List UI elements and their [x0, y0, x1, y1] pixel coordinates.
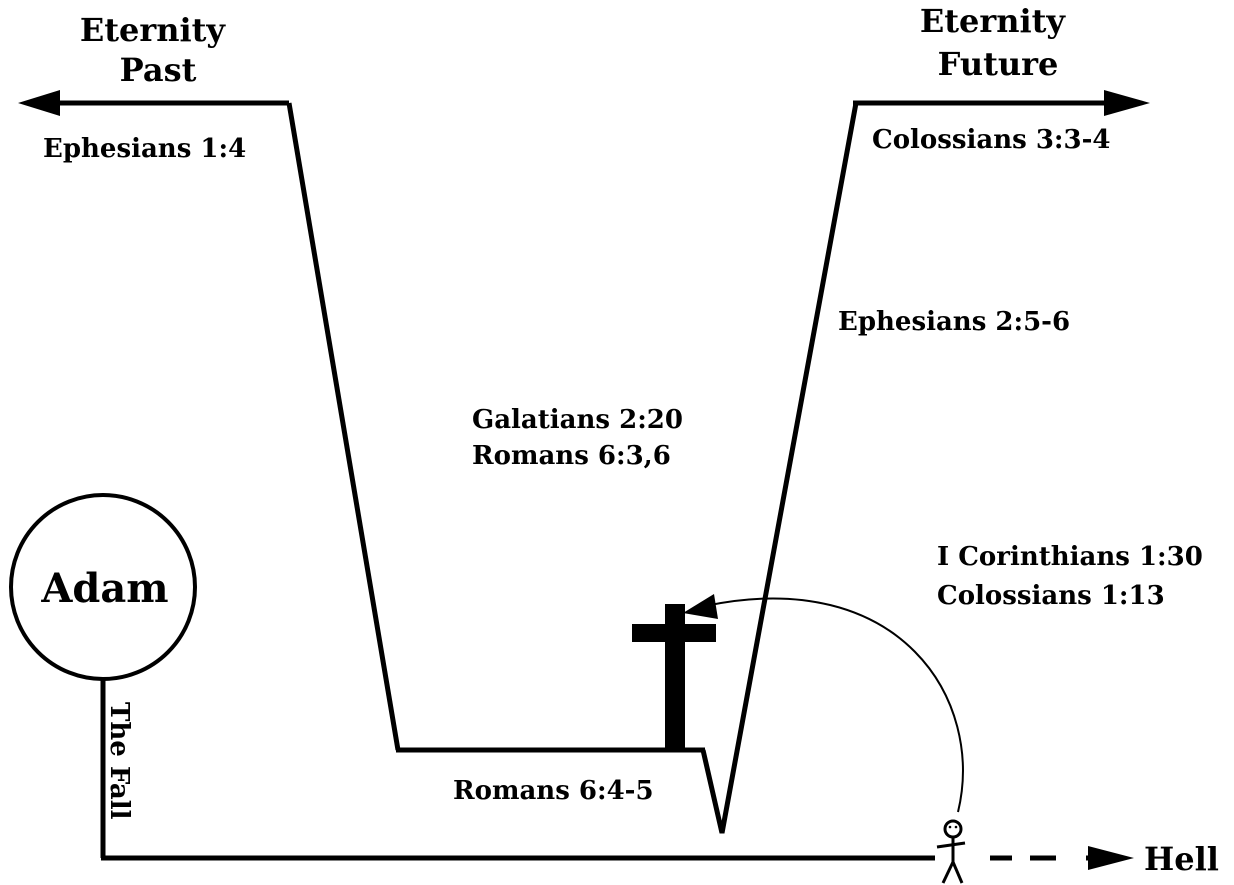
adam-label: Adam [40, 565, 168, 612]
cross-horizontal-beam [632, 624, 716, 642]
eternity-future-label: Eternity Future [920, 2, 1076, 83]
ephesians-2-5-6-label: Ephesians 2:5-6 [838, 307, 1070, 337]
the-fall-label: The Fall [104, 702, 134, 820]
death-dip-line [700, 102, 859, 834]
eternity-past-label: Eternity Past [80, 11, 236, 89]
left-slope-line [286, 102, 401, 751]
galatians-romans-label: Galatians 2:20 Romans 6:3,6 [472, 405, 692, 471]
corinthians-colossians-label: I Corinthians 1:30 Colossians 1:13 [937, 542, 1212, 611]
salvation-curve-arrowhead [683, 594, 718, 619]
eternity-past-arrowhead [18, 90, 60, 116]
hell-dashed-arrow [990, 846, 1134, 870]
salvation-curve-arrow [704, 597, 964, 813]
ephesians-1-4-label: Ephesians 1:4 [43, 134, 246, 164]
hell-label: Hell [1144, 840, 1219, 878]
colossians-3-3-4-label: Colossians 3:3-4 [872, 125, 1111, 155]
stick-figure-icon [936, 819, 966, 884]
romans-6-4-5-label: Romans 6:4-5 [453, 776, 654, 806]
eternity-future-arrowhead [1104, 90, 1150, 116]
